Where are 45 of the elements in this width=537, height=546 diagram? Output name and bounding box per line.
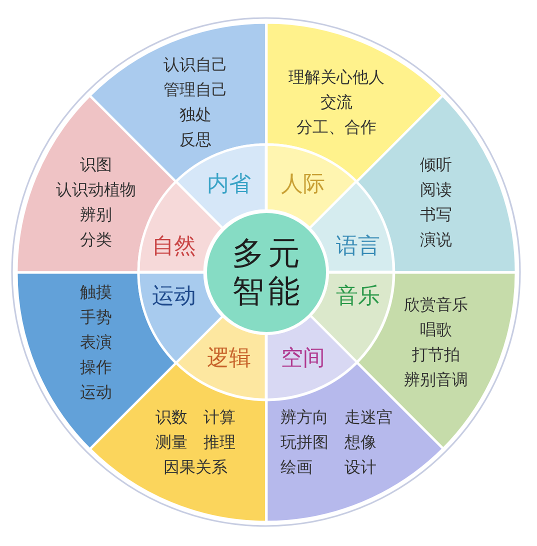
skill-text: 阅读 <box>420 178 452 201</box>
skill-text: 倾听 <box>420 154 452 176</box>
skill-text: 欣赏音乐 <box>404 294 468 316</box>
intelligence-label: 内省 <box>206 172 251 198</box>
skill-text: 认识动植物 <box>56 178 136 201</box>
intelligence-label: 自然 <box>152 234 196 260</box>
skill-text: 独处 <box>180 104 212 126</box>
skill-text: 书写 <box>420 204 452 226</box>
skill-text: 唱歌 <box>420 319 452 342</box>
intelligence-label: 人际 <box>281 172 326 198</box>
skill-text: 认识自己 <box>164 54 228 76</box>
skill-text: 走迷宫 <box>344 406 392 428</box>
skill-text: 测量 <box>156 431 188 454</box>
intelligence-label: 空间 <box>281 346 326 372</box>
skill-text: 分工、合作 <box>296 116 376 138</box>
skill-text: 识数 <box>156 406 188 428</box>
intelligence-label: 逻辑 <box>206 346 251 372</box>
skill-text: 计算 <box>204 406 236 428</box>
skill-text: 管理自己 <box>164 79 228 101</box>
skill-text: 辨别音调 <box>404 369 468 392</box>
skill-text: 打节拍 <box>412 344 460 366</box>
skill-text: 设计 <box>344 456 376 478</box>
skill-text: 绘画 <box>280 456 312 478</box>
skill-text: 辨方向 <box>280 406 328 428</box>
intelligence-label: 运动 <box>152 284 196 310</box>
skill-text: 演说 <box>420 228 452 251</box>
center-title: 多元智能 <box>231 234 305 310</box>
skill-text: 辨别 <box>80 204 112 226</box>
skill-text: 分类 <box>80 228 112 251</box>
skill-text: 反思 <box>180 129 212 151</box>
inner-ring-segment <box>264 314 358 402</box>
skill-text: 想像 <box>344 431 376 454</box>
skill-text: 因果关系 <box>164 456 228 478</box>
skill-text: 推理 <box>204 431 236 454</box>
skill-text: 操作 <box>80 356 112 379</box>
skill-text: 运动 <box>80 382 112 404</box>
skill-text: 表演 <box>80 332 112 354</box>
skill-text: 触摸 <box>80 282 112 304</box>
skill-text: 理解关心他人 <box>288 66 384 88</box>
intelligence-label: 音乐 <box>336 284 380 310</box>
skill-text: 玩拼图 <box>280 431 328 454</box>
intelligence-label: 语言 <box>336 234 380 260</box>
skill-text: 识图 <box>80 154 112 176</box>
skill-text: 手势 <box>80 306 112 329</box>
skill-text: 交流 <box>320 92 352 114</box>
